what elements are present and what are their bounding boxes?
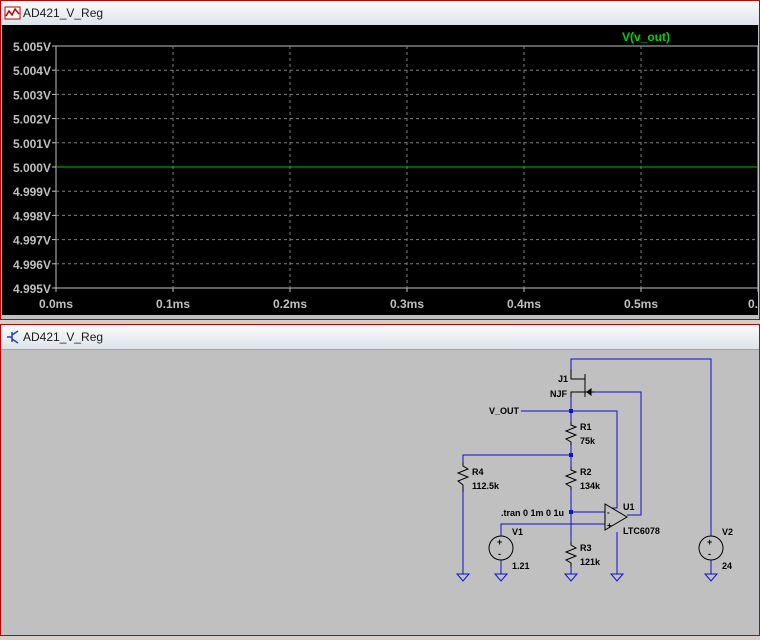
r2-value: 134k xyxy=(580,481,601,491)
waveform-plot[interactable]: 5.005V 5.004V 5.003V 5.002V 5.001V 5.000V 4.99… xyxy=(2,25,759,315)
r1-value: 75k xyxy=(580,436,596,446)
net-label-v-out[interactable]: V_OUT xyxy=(489,406,520,416)
x-tick-label: 0.4ms xyxy=(507,297,541,311)
ground-icon xyxy=(493,573,509,582)
v1-label: V1 xyxy=(512,527,523,537)
ground-icon xyxy=(703,573,719,582)
trace-label[interactable]: V(v_out) xyxy=(622,30,670,44)
waveform-titlebar[interactable]: AD421_V_Reg xyxy=(1,1,759,26)
junction-dot xyxy=(569,453,573,457)
ground-icon xyxy=(563,573,579,582)
v1-value: 1.21 xyxy=(512,561,530,571)
svg-text:-: - xyxy=(498,549,501,559)
waveform-icon xyxy=(4,6,21,20)
r4-label: R4 xyxy=(472,467,484,477)
schematic-icon xyxy=(7,330,19,344)
opamp-u1-symbol[interactable]: - + xyxy=(604,503,628,531)
y-tick-label: 4.998V xyxy=(13,209,51,223)
y-tick-label: 4.995V xyxy=(13,282,51,296)
tran-directive[interactable]: .tran 0 1m 0 1u xyxy=(501,508,564,518)
j1-model-label: NJF xyxy=(550,389,568,399)
resistor-r1-symbol[interactable] xyxy=(564,422,578,445)
ground-icon xyxy=(455,573,471,582)
y-tick-label: 4.996V xyxy=(13,258,51,272)
junction-dot xyxy=(569,409,573,413)
y-tick-label: 5.002V xyxy=(13,113,51,127)
schematic-titlebar[interactable]: AD421_V_Reg xyxy=(1,325,759,350)
x-tick-label: 0.5ms xyxy=(624,297,658,311)
y-tick-label: 5.000V xyxy=(13,161,51,175)
r3-label: R3 xyxy=(580,543,592,553)
junction-dot xyxy=(569,510,573,514)
svg-text:+: + xyxy=(707,537,712,547)
resistor-r4-symbol[interactable] xyxy=(456,462,470,492)
j1-label: J1 xyxy=(558,374,568,384)
u1-part-label: LTC6078 xyxy=(623,526,660,536)
x-tick-label: 0.3ms xyxy=(390,297,424,311)
jfet-j1-symbol[interactable] xyxy=(570,369,594,397)
y-tick-label: 5.001V xyxy=(13,137,51,151)
u1-label: U1 xyxy=(623,502,635,512)
x-tick-label: 0.2ms xyxy=(273,297,307,311)
y-tick-label: 4.997V xyxy=(13,234,51,248)
svg-text:+: + xyxy=(607,521,612,530)
x-tick-label: 0.1ms xyxy=(156,297,190,311)
resistor-r2-symbol[interactable] xyxy=(564,467,578,490)
svg-text:-: - xyxy=(708,549,711,559)
r2-label: R2 xyxy=(580,467,592,477)
x-tick-label: 0. xyxy=(748,297,758,311)
y-tick-label: 4.999V xyxy=(13,185,51,199)
svg-text:-: - xyxy=(607,508,610,517)
x-tick-label: 0.0ms xyxy=(39,297,73,311)
voltage-source-v1-symbol[interactable]: + - xyxy=(488,535,514,561)
r4-value: 112.5k xyxy=(472,481,500,491)
ground-icon xyxy=(609,573,625,582)
voltage-source-v2-symbol[interactable]: + - xyxy=(698,535,724,561)
plot-area[interactable]: 5.005V 5.004V 5.003V 5.002V 5.001V 5.000V 4.99… xyxy=(2,25,759,315)
svg-text:+: + xyxy=(497,537,502,547)
r1-label: R1 xyxy=(580,422,592,432)
waveform-window-title: AD421_V_Reg xyxy=(23,6,104,20)
y-tick-label: 5.005V xyxy=(13,40,51,54)
schematic-window-title: AD421_V_Reg xyxy=(23,330,104,344)
v2-label: V2 xyxy=(722,527,733,537)
schematic-drawing[interactable]: - + + - + - xyxy=(2,352,758,635)
resistor-r3-symbol[interactable] xyxy=(564,542,578,567)
v2-value: 24 xyxy=(722,561,732,571)
schematic-canvas[interactable]: - + + - + - xyxy=(2,352,758,635)
y-tick-label: 5.003V xyxy=(13,88,51,102)
schematic-window: AD421_V_Reg xyxy=(0,324,760,636)
r3-value: 121k xyxy=(580,557,601,567)
y-tick-label: 5.004V xyxy=(13,64,51,78)
